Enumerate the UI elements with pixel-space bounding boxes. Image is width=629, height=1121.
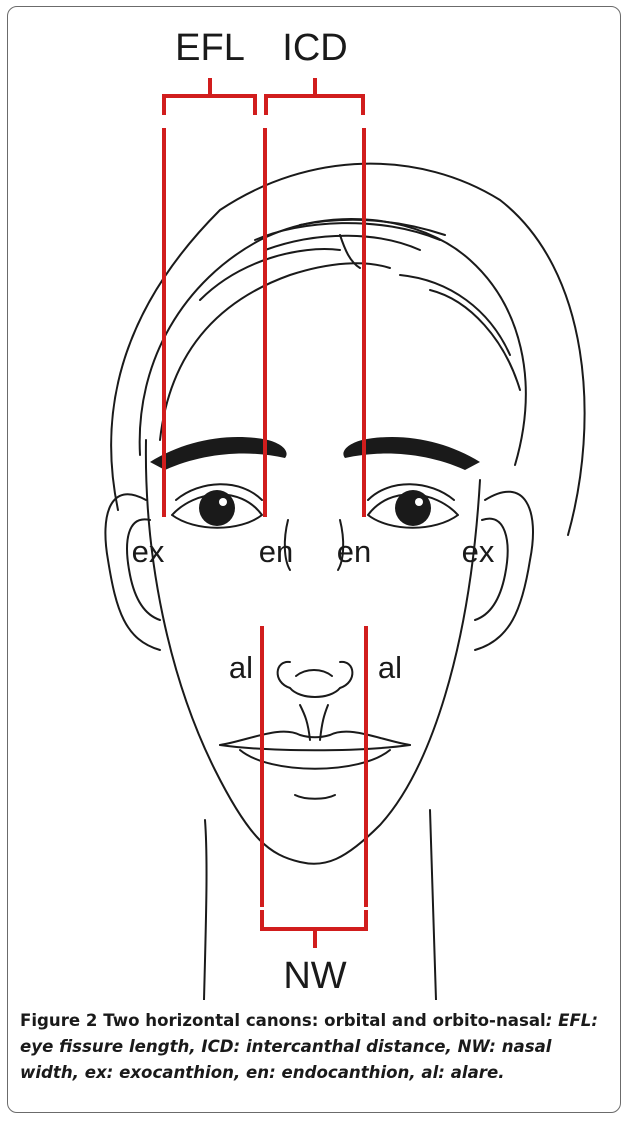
nw-bracket [262,912,366,946]
eye-right-pupil [395,490,431,526]
icd-label: ICD [282,27,347,69]
eyebrows [150,437,480,470]
caption-label: Figure 2 [20,1011,97,1030]
face-outline [146,440,480,1000]
measurement-lines [164,80,366,946]
ear-left [105,494,160,650]
nose-tip [278,662,353,697]
neck-right [430,810,436,1000]
ex-right-label: ex [462,534,495,569]
caption-title: Two horizontal canons: orbital and orbit… [97,1011,545,1030]
efl-label: EFL [175,27,245,69]
neck-left [204,820,207,1000]
chin-dimple [295,795,335,799]
ex-left-label: ex [132,534,165,569]
en-left-label: en [259,534,293,569]
efl-bracket [164,80,255,113]
eyes [172,484,458,528]
eye-left-pupil [199,490,235,526]
mouth [220,732,410,799]
icd-bracket [266,80,363,113]
upper-lip [220,732,410,745]
ears [105,492,533,650]
lip-line [220,745,410,750]
hair [111,164,584,535]
en-right-label: en [337,534,371,569]
nw-label: NW [283,955,346,997]
al-left-label: al [229,650,253,685]
figure-caption: Figure 2 Two horizontal canons: orbital … [20,1008,610,1086]
face-diagram: EFL ICD NW ex en en ex al al [0,0,629,1000]
al-right-label: al [378,650,402,685]
ear-right [475,492,533,650]
